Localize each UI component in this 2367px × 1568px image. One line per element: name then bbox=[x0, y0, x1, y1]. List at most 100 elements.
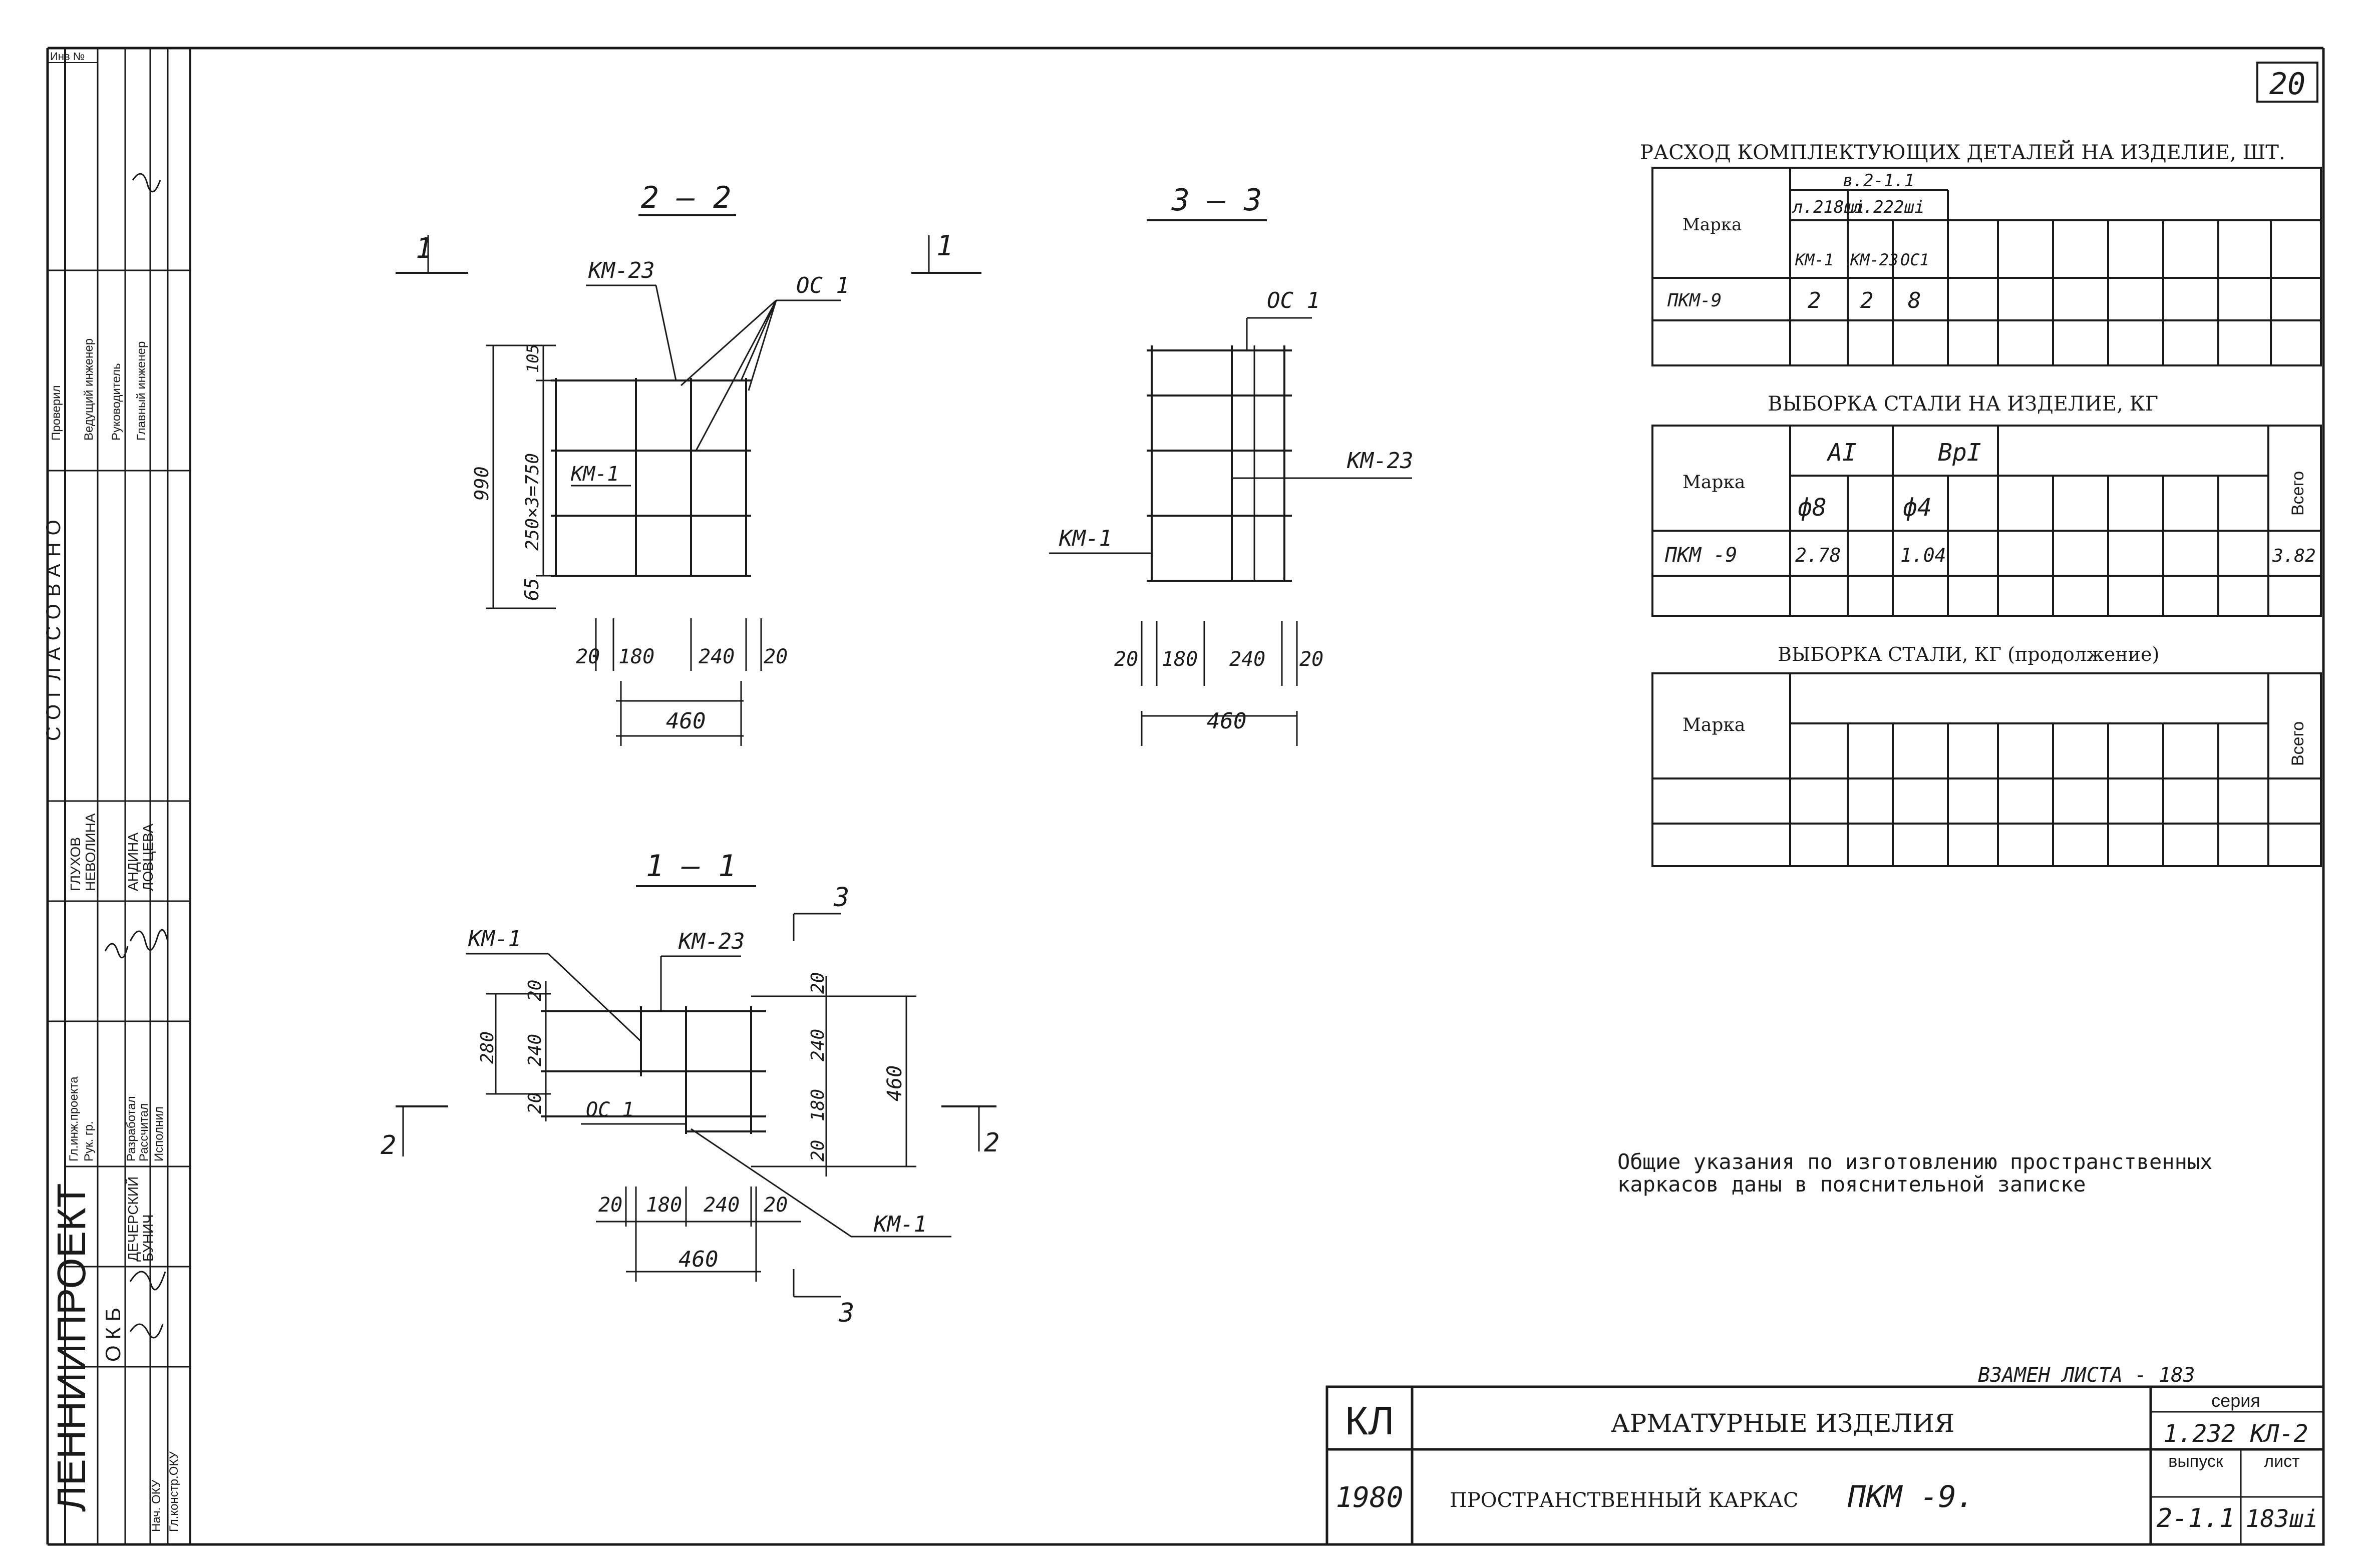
dim-1-1-left-20a: 20 bbox=[525, 980, 545, 1001]
sheet-value: 183ші bbox=[2246, 1505, 2318, 1533]
dim-1-1-left-240: 240 bbox=[525, 1034, 545, 1066]
section-3-3: 3 — 3 ОС 1 КМ-23 КМ-1 bbox=[1049, 183, 1413, 746]
label-oc1-3-3: ОС 1 bbox=[1267, 288, 1320, 313]
title-mark: ПКМ -9. bbox=[1847, 1479, 1974, 1514]
note-line-2: каркасов даны в пояснительной записке bbox=[1617, 1172, 2086, 1197]
stamp-inv: Инв № bbox=[50, 50, 85, 63]
section-1-1-title: 1 — 1 bbox=[646, 849, 737, 884]
steel-cont-title: ВЫБОРКА СТАЛИ, КГ (продолжение) bbox=[1778, 643, 2159, 665]
label-oc1-2-2: ОС 1 bbox=[796, 273, 849, 298]
label-km1-3-3: КМ-1 bbox=[1059, 526, 1112, 551]
steel-cont-grid bbox=[1651, 672, 2322, 867]
dim-1-1-h-20a: 20 bbox=[598, 1194, 622, 1217]
cut-label-2-right: 2 bbox=[984, 1128, 999, 1158]
steel-group-a1: АI bbox=[1826, 439, 1857, 467]
vdims-1-1-right bbox=[751, 976, 916, 1177]
dim-20-b: 20 bbox=[764, 645, 788, 668]
cage-plan-1-1 bbox=[541, 1006, 766, 1134]
steel-val-1: 2.78 bbox=[1795, 544, 1841, 566]
hdims-2-2 bbox=[595, 618, 762, 746]
steel-val-2: 1.04 bbox=[1900, 544, 1946, 566]
note-line-1: Общие указания по изготовлению пространс… bbox=[1617, 1149, 2212, 1174]
steel-table: ВЫБОРКА СТАЛИ НА ИЗДЕЛИЕ, КГ Марка АI Вр… bbox=[1651, 393, 2322, 617]
comp-val-1: 2 bbox=[1808, 288, 1821, 313]
dim-1-1-right-460: 460 bbox=[883, 1065, 906, 1101]
cut-label-1-left: 1 bbox=[416, 232, 433, 265]
stamp-role-rasschital: Рассчитал bbox=[137, 1103, 151, 1161]
comp-item-1: КМ-1 bbox=[1795, 250, 1834, 269]
steel-table-grid bbox=[1651, 425, 2322, 617]
stamp-okb: О К Б bbox=[101, 1308, 125, 1362]
steel-dia-8: ф8 bbox=[1798, 494, 1827, 522]
dim-65: 65 bbox=[521, 578, 543, 601]
cut-marker-right: 1 bbox=[911, 230, 981, 274]
steel-row-mark: ПКМ -9 bbox=[1664, 544, 1738, 567]
comp-sub-2: л.222ші bbox=[1852, 197, 1924, 217]
comp-row-mark: ПКМ-9 bbox=[1667, 290, 1722, 311]
title-line-2: ПРОСТРАНСТВЕННЫЙ КАРКАС bbox=[1450, 1488, 1799, 1512]
series-value: 1.232 КЛ-2 bbox=[2164, 1420, 2308, 1448]
cut-label-1-right: 1 bbox=[936, 230, 953, 262]
label-km23-3-3: КМ-23 bbox=[1346, 448, 1413, 474]
cage-2-2 bbox=[551, 378, 751, 577]
dim-1-1-right-20a: 20 bbox=[808, 972, 828, 994]
stamp-role-ispolnil: Исполнил bbox=[152, 1106, 166, 1161]
comp-group: в.2-1.1 bbox=[1843, 171, 1914, 191]
stamp-role-glkonstr: Гл.констр.ОКУ bbox=[167, 1451, 181, 1532]
page-number-box: 20 bbox=[2256, 62, 2318, 103]
title-line-1: АРМАТУРНЫЕ ИЗДЕЛИЯ bbox=[1611, 1409, 1955, 1438]
dim-1-1-right-180: 180 bbox=[808, 1089, 828, 1121]
title-code: КЛ bbox=[1344, 1398, 1394, 1443]
stamp-agreed: СОГЛАСОВАНО bbox=[43, 513, 65, 741]
dim-20-a: 20 bbox=[576, 645, 600, 668]
dim-990: 990 bbox=[471, 466, 493, 501]
replace-note: ВЗАМЕН ЛИСТА - 183 bbox=[1978, 1364, 2195, 1387]
section-2-2-title: 2 — 2 bbox=[641, 180, 732, 215]
dim-3-3-20-a: 20 bbox=[1114, 648, 1138, 671]
stamp-role-2: Ведущий инженер bbox=[82, 338, 96, 441]
cut-3-bottom: 3 bbox=[793, 1269, 854, 1328]
dim-3-3-total: 460 bbox=[1207, 708, 1246, 734]
dim-1-1-h-20b: 20 bbox=[764, 1194, 788, 1217]
general-note: Общие указания по изготовлению пространс… bbox=[1617, 1149, 2212, 1197]
comp-sub-1: л.218ші bbox=[1792, 197, 1864, 217]
stamp-org: ЛЕННИИПРОЕКТ bbox=[49, 1183, 94, 1512]
stamp-role-gip: Гл.инж.проекта bbox=[67, 1076, 81, 1161]
sheet-frame bbox=[46, 47, 2325, 1546]
dim-3-3-240: 240 bbox=[1229, 648, 1265, 671]
dim-240: 240 bbox=[699, 645, 735, 668]
dim-3-3-180: 180 bbox=[1162, 648, 1198, 671]
title-year: 1980 bbox=[1336, 1481, 1404, 1514]
components-table-title: РАСХОД КОМПЛЕКТУЮЩИХ ДЕТАЛЕЙ НА ИЗДЕЛИЕ,… bbox=[1640, 140, 2285, 164]
cut-label-3-bottom: 3 bbox=[838, 1298, 854, 1328]
label-km1-2-2: КМ-1 bbox=[570, 463, 619, 486]
cut-2-left: 2 bbox=[381, 1105, 448, 1160]
stamp-role-nach: Нач. ОКУ bbox=[150, 1479, 163, 1532]
hdims-1-1 bbox=[596, 1187, 801, 1282]
dim-1-1-left-20b: 20 bbox=[525, 1092, 545, 1114]
comp-val-2: 2 bbox=[1860, 288, 1874, 313]
vdims-2-2 bbox=[486, 344, 556, 609]
dim-180: 180 bbox=[618, 645, 654, 668]
section-2-2: 2 — 2 1 1 КМ-23 ОС 1 bbox=[396, 180, 981, 746]
components-table: РАСХОД КОМПЛЕКТУЮЩИХ ДЕТАЛЕЙ НА ИЗДЕЛИЕ,… bbox=[1640, 140, 2322, 366]
vdims-1-1-left bbox=[486, 981, 551, 1121]
dim-1-1-h-180: 180 bbox=[646, 1194, 682, 1217]
comp-item-3: ОС1 bbox=[1900, 250, 1929, 269]
steel-col-mark: Марка bbox=[1682, 472, 1745, 493]
components-table-grid bbox=[1651, 167, 2322, 366]
dim-1-1-left-280: 280 bbox=[477, 1031, 498, 1064]
steel-cont-col-total: Всего bbox=[2288, 721, 2307, 766]
cut-label-2-left: 2 bbox=[381, 1130, 396, 1160]
signatures bbox=[104, 173, 169, 1339]
leaders-oc1-2-2 bbox=[680, 299, 841, 451]
stamp-role-3: Руководитель bbox=[110, 363, 123, 441]
comp-val-3: 8 bbox=[1908, 288, 1921, 313]
steel-dia-4: ф4 bbox=[1903, 494, 1932, 522]
comp-item-2: КМ-23 bbox=[1850, 250, 1898, 269]
dim-total-2-2: 460 bbox=[666, 708, 706, 734]
stamp-name-6: БУНИЧ bbox=[140, 1214, 156, 1262]
label-km23-2-2: КМ-23 bbox=[588, 258, 654, 283]
dim-1-1-right-240: 240 bbox=[808, 1029, 828, 1061]
dim-1-1-h-240: 240 bbox=[704, 1194, 740, 1217]
